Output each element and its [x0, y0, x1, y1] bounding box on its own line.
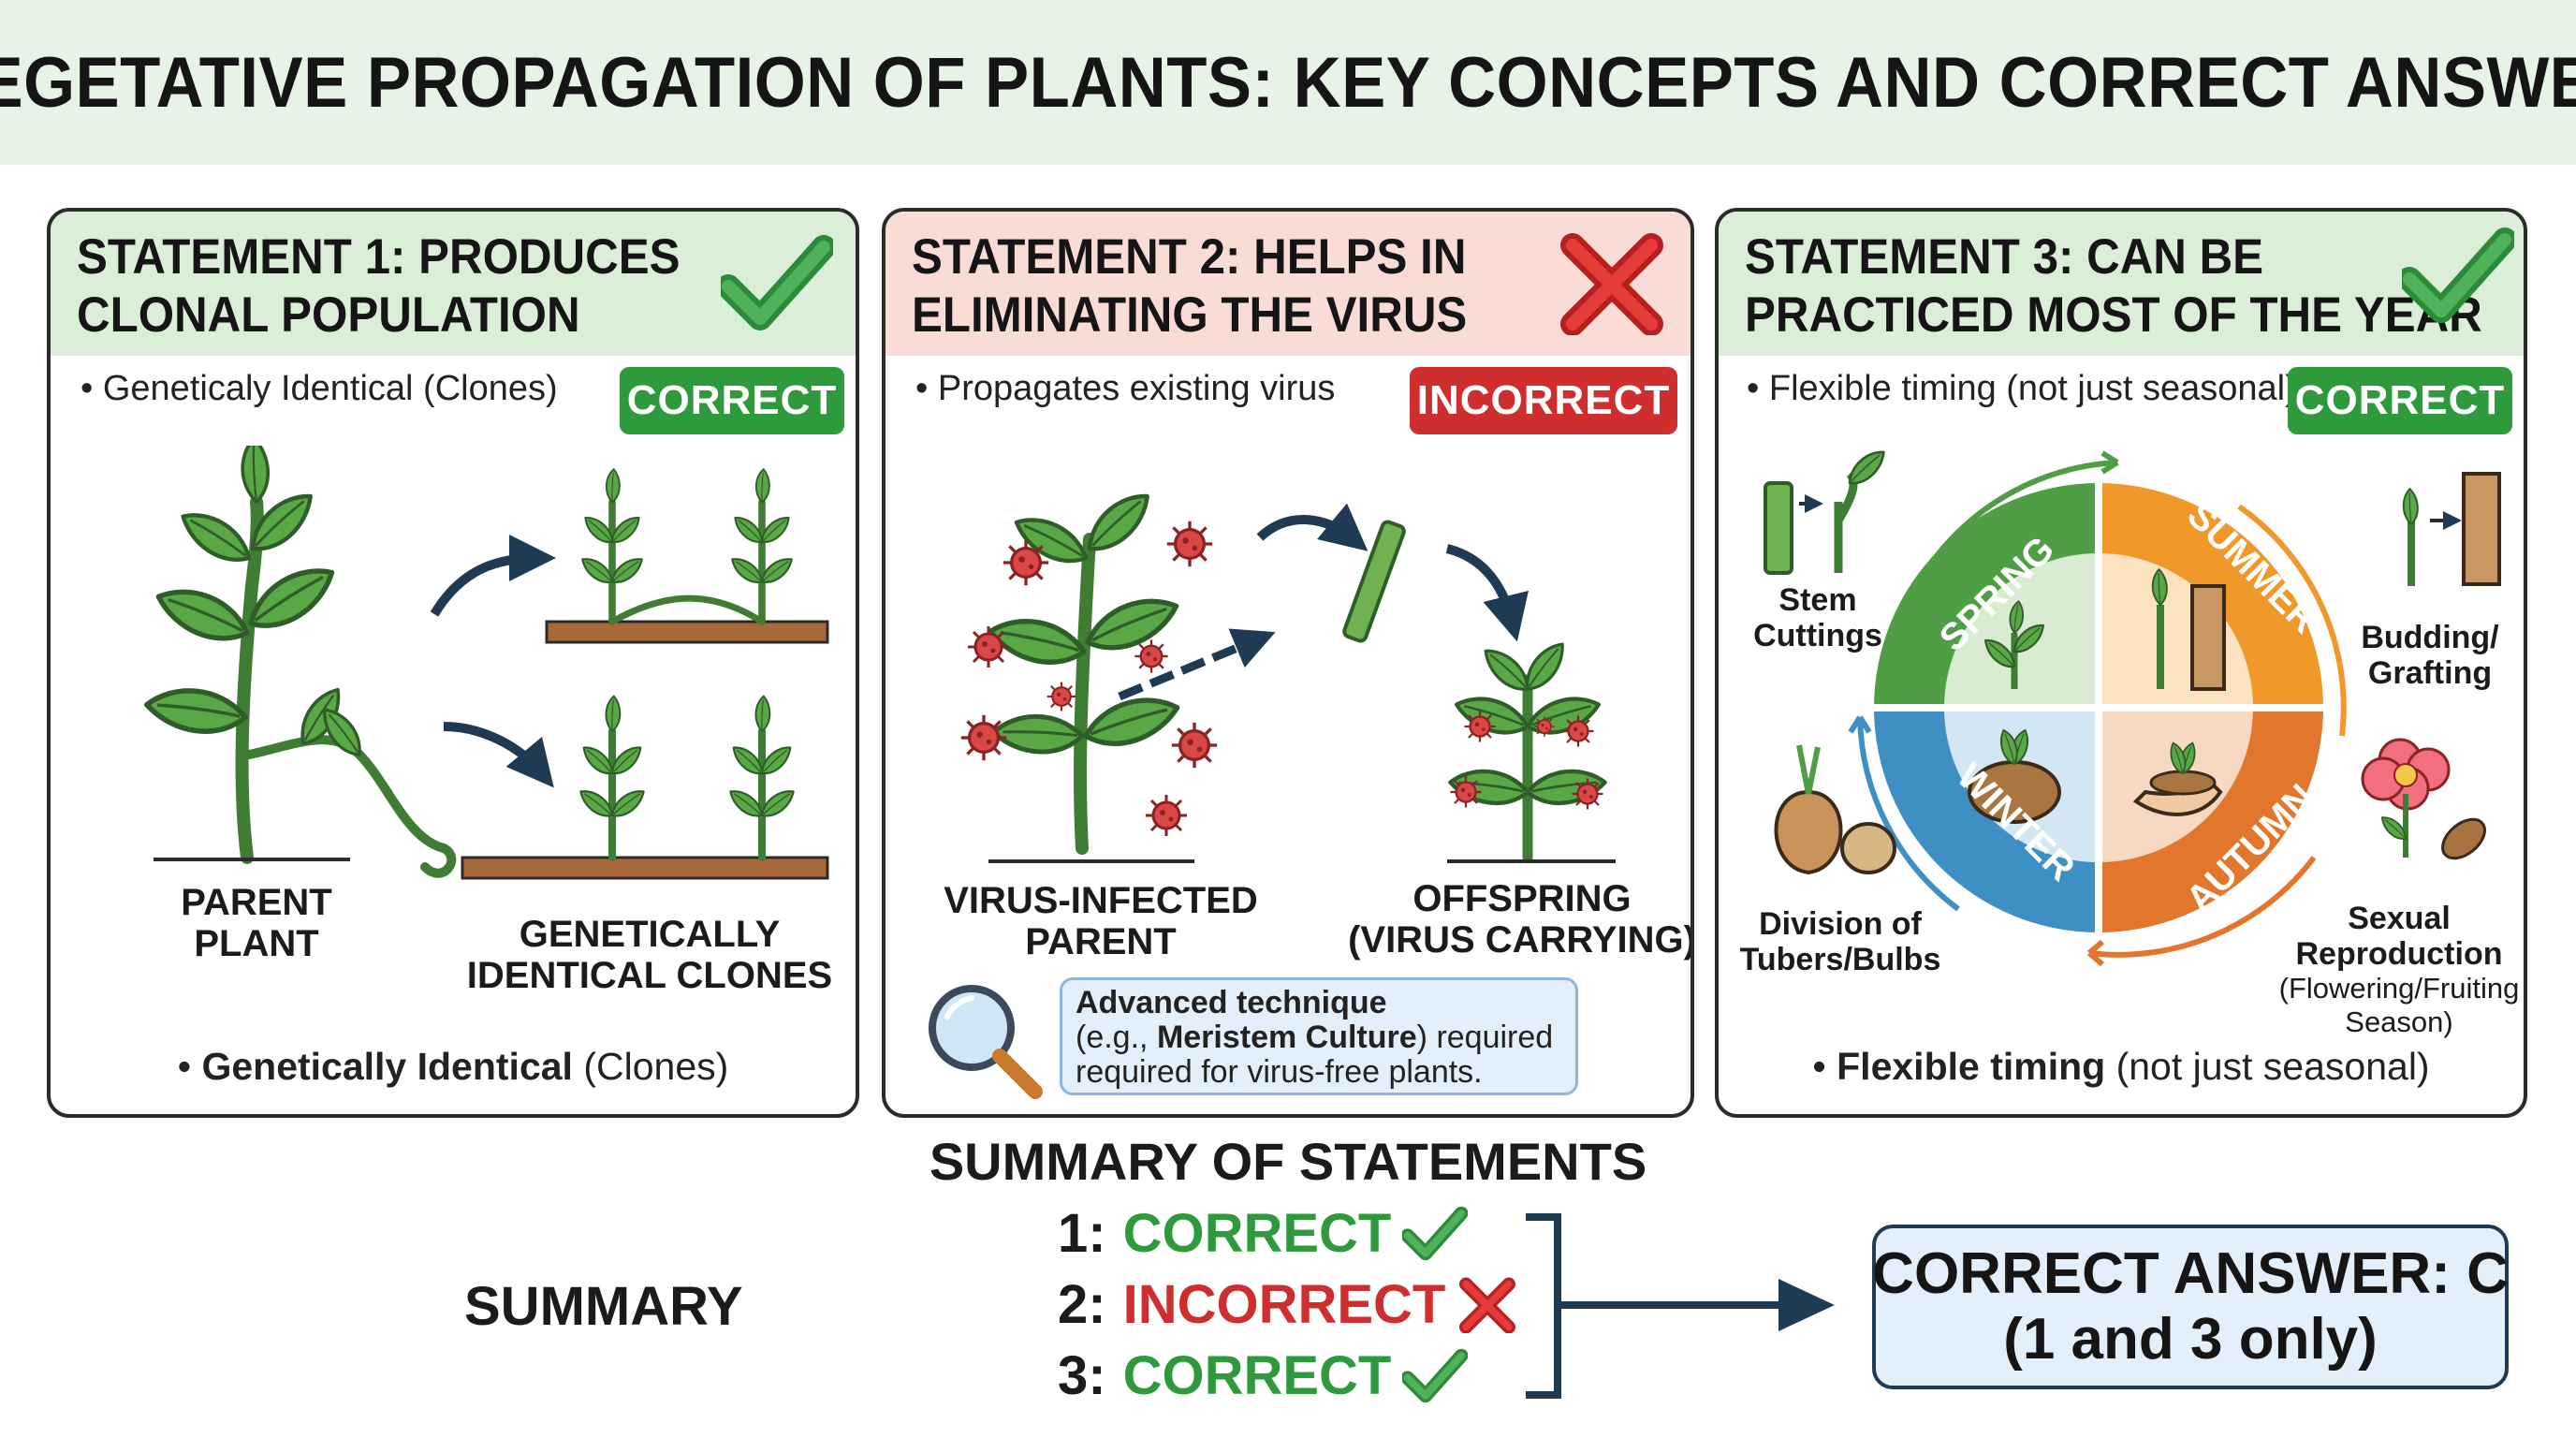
statement-2-panel: STATEMENT 2: HELPS IN ELIMINATING THE VI… [882, 208, 1694, 1118]
infected-parent-icon [959, 489, 1219, 863]
correct-answer-box: CORRECT ANSWER: C (1 and 3 only) [1872, 1225, 2509, 1389]
magnifier-icon [929, 985, 1043, 1099]
panel-title: STATEMENT 2: HELPS IN ELIMINATING THE VI… [912, 229, 1468, 343]
season-wheel: SPRING SUMMER WINTER AUTUMN [1764, 447, 2501, 967]
summary-row-2: 2:INCORRECT [1058, 1273, 1518, 1336]
summary-heading: SUMMARY OF STATEMENTS [929, 1132, 1647, 1191]
check-icon [721, 232, 833, 335]
season-wheel-chart: SPRING SUMMER WINTER AUTUMN [1848, 450, 2347, 967]
advanced-technique-note: Advanced technique (e.g., Meristem Cultu… [1060, 977, 1578, 1095]
clone-row-upper [545, 468, 829, 644]
cutting-icon [1342, 520, 1406, 643]
panel-title: STATEMENT 3: CAN BE PRACTICED MOST OF TH… [1745, 229, 2482, 343]
parent-plant-label: PARENT PLANT [181, 882, 332, 964]
summary-row-1: 1:CORRECT [1058, 1202, 1468, 1265]
sexual-reproduction-label: Sexual Reproduction (Flowering/Fruiting … [2278, 901, 2520, 1038]
autumn-hand-icon [2132, 740, 2223, 816]
virus-illustration [959, 446, 1616, 863]
division-label: Division of Tubers/Bulbs [1739, 906, 1941, 977]
flower-icon [2361, 738, 2486, 860]
budding-grafting-label: Budding/ Grafting [2361, 620, 2499, 691]
statement-bullet: • Geneticaly Identical (Clones) [80, 369, 558, 408]
bulb-icon [1774, 744, 1896, 875]
budding-icon [2399, 472, 2501, 586]
winter-tuber-icon [1968, 726, 2061, 824]
check-icon [1402, 1205, 1468, 1263]
panel-title: STATEMENT 1: PRODUCES CLONAL POPULATION [77, 229, 681, 343]
summary-label: SUMMARY [464, 1276, 743, 1337]
panel-footnote: • Flexible timing (not just seasonal) [1812, 1045, 2430, 1088]
parent-plant-icon [146, 446, 457, 878]
statement-bullet: • Flexible timing (not just seasonal) [1747, 369, 2297, 408]
clone-row-lower [461, 696, 829, 880]
cross-icon [1556, 232, 1668, 335]
correct-badge: CORRECT [2288, 367, 2512, 434]
statement-1-panel: STATEMENT 1: PRODUCES CLONAL POPULATION … [47, 208, 859, 1118]
infected-parent-label: VIRUS-INFECTED PARENT [944, 880, 1258, 962]
correct-badge: CORRECT [620, 367, 844, 434]
panel-header: STATEMENT 1: PRODUCES CLONAL POPULATION [51, 212, 856, 356]
summary-row-3: 3:CORRECT [1058, 1344, 1468, 1407]
offspring-label: OFFSPRING (VIRUS CARRYING) [1348, 878, 1694, 961]
offspring-icon [1447, 638, 1616, 863]
stem-cuttings-label: Stem Cuttings [1753, 582, 1882, 653]
page-title: VEGETATIVE PROPAGATION OF PLANTS: KEY CO… [0, 42, 2576, 123]
check-icon [1402, 1347, 1468, 1405]
panel-header: STATEMENT 2: HELPS IN ELIMINATING THE VI… [886, 212, 1690, 356]
cross-icon [1456, 1277, 1518, 1333]
clones-label: GENETICALLY IDENTICAL CLONES [466, 914, 833, 996]
panel-header: STATEMENT 3: CAN BE PRACTICED MOST OF TH… [1719, 212, 2524, 356]
statement-3-panel: STATEMENT 3: CAN BE PRACTICED MOST OF TH… [1715, 208, 2527, 1118]
title-bar: VEGETATIVE PROPAGATION OF PLANTS: KEY CO… [0, 0, 2576, 165]
summer-grafting-icon [2148, 567, 2226, 691]
statement-bullet: • Propagates existing virus [915, 369, 1336, 408]
panel-footnote: • Genetically Identical (Clones) [177, 1045, 729, 1088]
clone-illustration [51, 446, 829, 880]
stem-cutting-icon [1764, 447, 1893, 575]
summary-bracket-arrow [1526, 1213, 1835, 1399]
incorrect-badge: INCORRECT [1410, 367, 1677, 434]
spring-sprout-icon [1979, 599, 2051, 689]
check-icon [2402, 225, 2514, 328]
